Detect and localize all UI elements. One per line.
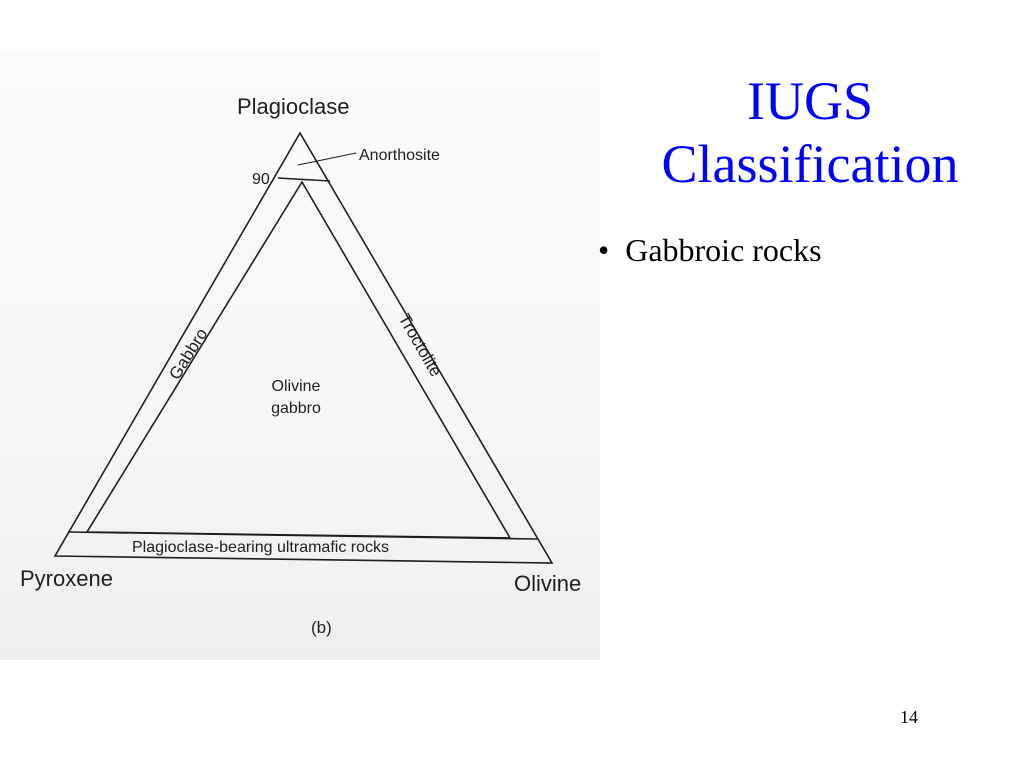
- field-label-olivine-gabbro-line1: Olivine: [272, 378, 321, 395]
- slide-title: IUGS Classification: [600, 70, 1020, 196]
- field-label-olivine-gabbro-line2: gabbro: [271, 400, 321, 417]
- page-number: 14: [900, 707, 918, 727]
- inner-triangle-olivine-gabbro-field: [85, 180, 512, 539]
- anorthosite-leader-line: [297, 152, 357, 166]
- bullet-text: Gabbroic rocks: [625, 232, 822, 268]
- field-label-troctolite: Troctolite: [395, 311, 446, 380]
- figure-caption: (b): [311, 618, 332, 637]
- field-label-anorthosite: Anorthosite: [359, 147, 440, 164]
- bullet-list: • Gabbroic rocks: [598, 232, 822, 269]
- slide-title-line2: Classification: [661, 134, 959, 194]
- ultramafic-boundary-line: [67, 531, 538, 540]
- outer-triangle: [53, 131, 554, 564]
- apex-label-pyroxene: Pyroxene: [20, 566, 113, 591]
- tick-label-90: 90: [252, 171, 270, 188]
- bullet-item: • Gabbroic rocks: [598, 232, 822, 268]
- field-label-ultramafic: Plagioclase-bearing ultramafic rocks: [132, 539, 389, 556]
- slide-title-line1: IUGS: [746, 71, 873, 131]
- apex-label-olivine: Olivine: [514, 571, 581, 596]
- apex-label-plagioclase: Plagioclase: [237, 94, 350, 119]
- figure-background: [0, 50, 600, 660]
- anorthosite-boundary-line: [277, 177, 331, 182]
